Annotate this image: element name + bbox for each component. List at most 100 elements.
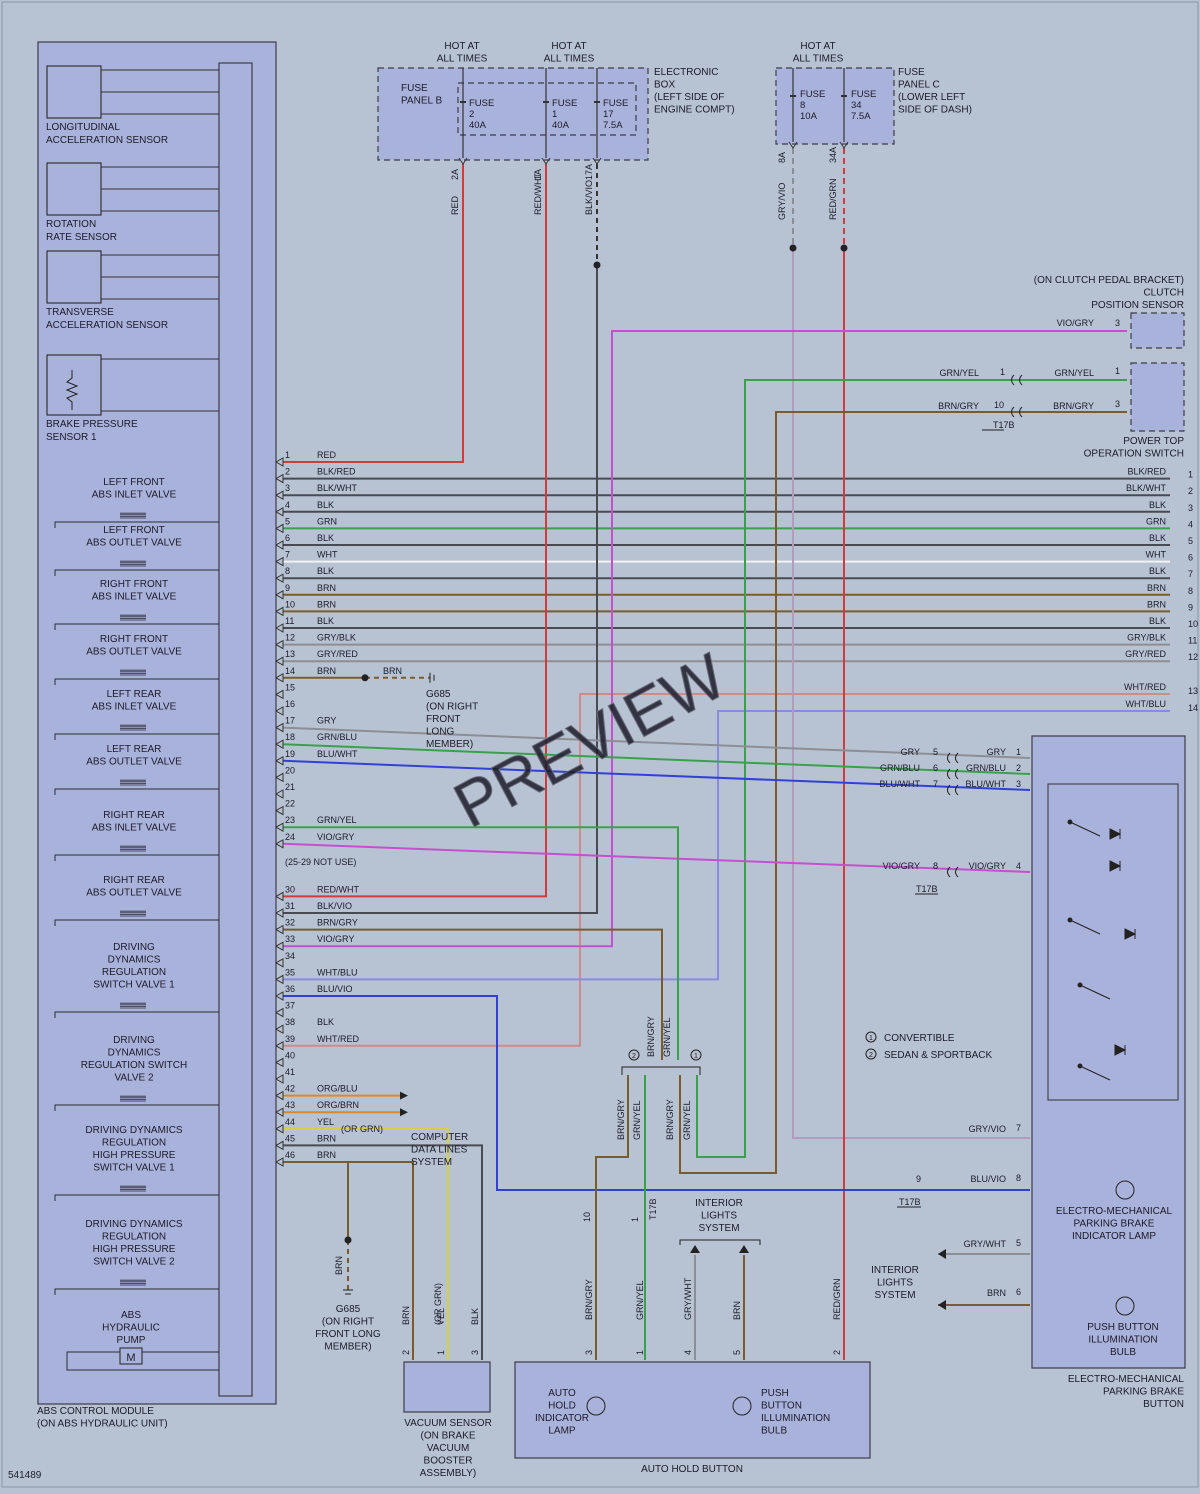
- diagram-id: 541489: [8, 1470, 42, 1481]
- epb-wire-label: VIO/GRY: [969, 861, 1006, 871]
- pin-connector: [275, 540, 284, 550]
- pin-number: 16: [285, 699, 295, 709]
- split-c10: 10: [582, 1212, 592, 1222]
- pin-connector: [275, 1024, 284, 1035]
- valve-label: VALVE 2: [114, 1073, 154, 1084]
- auto-hold-lamp-label: HOLD: [548, 1401, 576, 1412]
- epb-p8-pin: 8: [1016, 1173, 1021, 1183]
- pin-number: 14: [285, 666, 295, 676]
- fuse-label: 17: [603, 109, 614, 120]
- valve-coil-lead: [54, 569, 219, 576]
- pt-wire: BRN/GRY: [938, 401, 979, 411]
- g685-top-label: (ON RIGHT: [426, 702, 478, 713]
- wire-blu-wht-19: [282, 759, 1031, 791]
- epb-pin: 1: [1016, 747, 1021, 757]
- pin-number: 15: [285, 682, 295, 692]
- pin-connector: [275, 1140, 284, 1151]
- pin-connector: [275, 822, 284, 833]
- bus-wire-number: 8: [1188, 586, 1193, 596]
- pin-number: 23: [285, 815, 295, 825]
- valve-label: ABS OUTLET VALVE: [86, 888, 182, 899]
- wire-red-pin1: [283, 164, 464, 463]
- valve-coil-lead: [54, 854, 219, 861]
- fuse-panel-c-label: SIDE OF DASH): [898, 105, 972, 116]
- valve-label: REGULATION: [102, 967, 166, 978]
- power-top-label: OPERATION SWITCH: [1084, 449, 1184, 460]
- epb-interior-label: SYSTEM: [874, 1290, 915, 1301]
- split-left-wire: GRN/YEL: [632, 1100, 642, 1140]
- pin-connector: [275, 1074, 284, 1084]
- epb-pin: 7: [933, 779, 938, 789]
- epb-title: BUTTON: [1143, 1399, 1184, 1410]
- vacuum-wire: BRN: [401, 1306, 411, 1325]
- computer-label: DATA LINES: [411, 1145, 468, 1156]
- clutch-sensor-label: CLUTCH: [1143, 288, 1184, 299]
- fuse-label: 7.5A: [603, 120, 623, 131]
- g685-bottom-label: MEMBER): [324, 1342, 371, 1353]
- pt-wire: BRN/GRY: [1053, 401, 1094, 411]
- epb-wire-label: GRY: [901, 747, 920, 757]
- clutch-sensor-label: POSITION SENSOR: [1091, 300, 1184, 311]
- pin-wire-color: BLK/WHT: [317, 483, 358, 493]
- pin-connector: [275, 1107, 284, 1118]
- pin-wire-color: BRN: [317, 1150, 336, 1160]
- hot-label: HOT AT: [551, 41, 586, 52]
- clutch-sensor-box: [1130, 312, 1185, 349]
- fuse-label: 8: [800, 100, 805, 111]
- valve-label: DRIVING DYNAMICS: [85, 1219, 183, 1230]
- auto-hold-pin: 5: [732, 1350, 742, 1355]
- valve-coil-lead: [54, 788, 219, 795]
- pin-wire-color: ORG/BRN: [317, 1100, 359, 1110]
- bus-wire-number: 13: [1188, 686, 1198, 696]
- g685-top-label: MEMBER): [426, 739, 473, 750]
- bus-wire-color: WHT/RED: [1124, 682, 1166, 692]
- diode-symbol: [1109, 828, 1122, 840]
- pin-connector: [275, 639, 284, 650]
- pin-number: 33: [285, 934, 295, 944]
- pin-wire-color: BLK: [317, 500, 334, 510]
- contact-dot: [1077, 1063, 1083, 1069]
- wire-red-wht-pin30: [283, 164, 547, 898]
- sensor-box: [46, 162, 102, 216]
- wire-grn-yel-pt: [696, 379, 1127, 1158]
- pt-conn: T17B: [993, 420, 1015, 430]
- pt-pin: 3: [1115, 399, 1120, 409]
- pin-number: 1: [285, 450, 290, 460]
- wire-wht-blu: [283, 710, 1170, 981]
- abs-module-title: (ON ABS HYDRAULIC UNIT): [37, 1419, 168, 1430]
- split-c1: 1: [630, 1217, 640, 1222]
- pin-connector: [275, 891, 284, 902]
- arrow-head: [690, 1245, 749, 1253]
- bus-wire-number: 4: [1188, 519, 1193, 529]
- epb-p8-t17b: T17B: [899, 1197, 921, 1207]
- pin-connector: [275, 755, 284, 766]
- bus-wire-color: BRN: [1147, 599, 1166, 609]
- pin-wire-color: RED/WHT: [317, 884, 359, 894]
- vacuum-label: VACUUM SENSOR: [404, 1418, 492, 1429]
- vacuum-pin: 1: [436, 1350, 446, 1355]
- bracket: [679, 1239, 761, 1245]
- pt-pin: 1: [1000, 367, 1005, 377]
- pin-wire-color: GRY/BLK: [317, 633, 356, 643]
- pin-number: 19: [285, 749, 295, 759]
- pin-wire-color: GRN: [317, 516, 337, 526]
- splice-dot: [361, 674, 369, 682]
- connector-symbol: [1011, 374, 1023, 386]
- vacuum-wire: YEL: [436, 1308, 446, 1325]
- pin-number: 22: [285, 799, 295, 809]
- fuse-label: 40A: [469, 120, 487, 131]
- wire-gry-17: [282, 726, 1031, 759]
- g685-top-label: LONG: [426, 727, 455, 738]
- valve-label: HIGH PRESSURE: [93, 1244, 176, 1255]
- ground-symbol: [343, 1289, 353, 1295]
- wire-blk-vio-pin31: [283, 265, 598, 914]
- pin-connector: [275, 706, 284, 716]
- pin-wire-color: RED: [317, 450, 337, 460]
- fuse-wire-label: RED/GRN: [828, 178, 838, 220]
- split-top-wire: GRN/YEL: [662, 1017, 672, 1057]
- valve-label: DYNAMICS: [108, 1048, 161, 1059]
- auto-hold-interior: LIGHTS: [701, 1211, 737, 1222]
- pin-connector: [275, 957, 284, 968]
- pin-connector: [275, 457, 284, 467]
- pin-number: 10: [285, 599, 295, 609]
